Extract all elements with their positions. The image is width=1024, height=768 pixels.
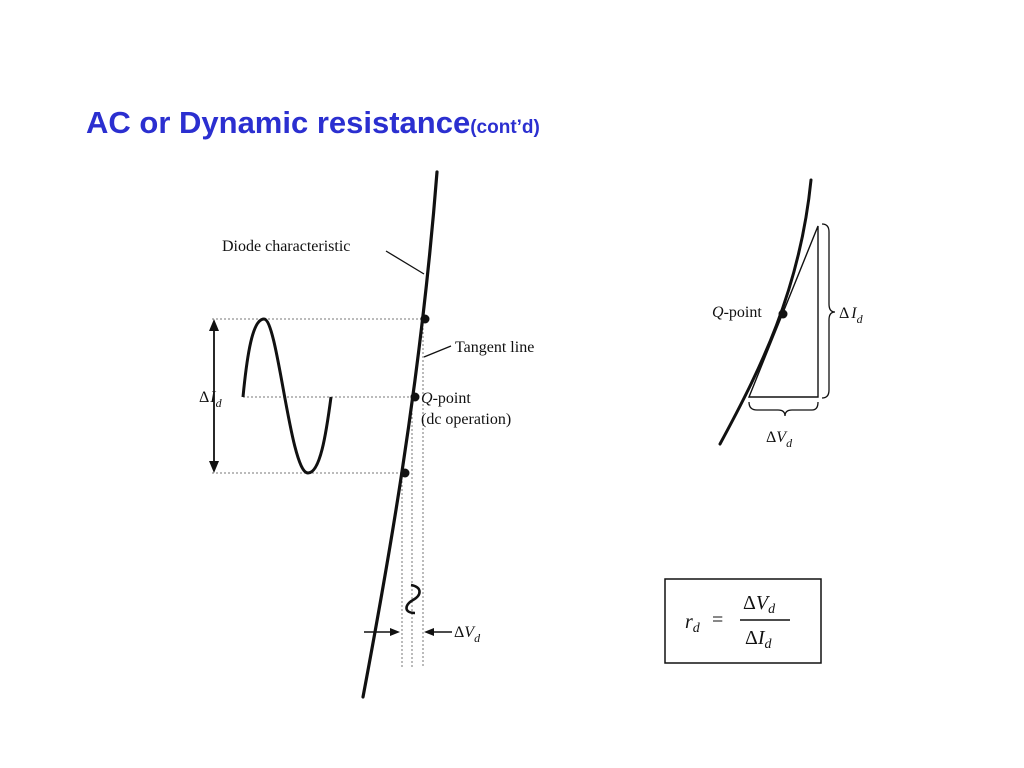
tangent-line-leader: [423, 345, 452, 358]
delta-vd-label: ΔVd: [454, 624, 481, 645]
formula-equals: =: [712, 609, 723, 631]
right-q-point-dot: [778, 309, 788, 319]
tangent-line-label: Tangent line: [455, 339, 534, 356]
diode-characteristic-label: Diode characteristic: [222, 238, 350, 255]
dc-operation-label: (dc operation): [421, 411, 511, 428]
delta-id-arrowhead-down: [209, 461, 219, 473]
delta-id-brace: [821, 223, 836, 399]
operating-point-bottom: [400, 468, 410, 478]
current-sine-wave: [241, 317, 333, 475]
formula-rd: rd: [685, 611, 701, 636]
right-characteristic-curve: [718, 178, 813, 446]
q-point-label: Q-point: [421, 390, 471, 407]
delta-id-label: ΔId: [199, 389, 223, 410]
left-diagram: Diode characteristic Tangent line Q-poin…: [199, 170, 534, 699]
title-main: AC or Dynamic resistance: [86, 105, 471, 140]
formula-border: [664, 578, 822, 664]
q-point-dot: [410, 392, 420, 402]
guide-lines: [212, 318, 425, 668]
operating-point-top: [420, 314, 430, 324]
formula-denominator: ΔId: [745, 627, 773, 652]
formula-numerator: ΔVd: [743, 592, 776, 617]
formula-box: rd = ΔVd ΔId: [664, 578, 822, 664]
delta-id-arrowhead-up: [209, 319, 219, 331]
axis-break-mark: [405, 583, 421, 615]
right-q-point-label: Q-point: [712, 304, 762, 321]
right-delta-vd-label: ΔVd: [766, 429, 793, 450]
title-suffix: (cont’d): [470, 117, 540, 138]
diode-characteristic-curve: [361, 170, 439, 699]
slide-title: AC or Dynamic resistance(cont’d): [86, 103, 540, 148]
delta-vd-brace: [748, 401, 819, 417]
diode-characteristic-leader: [385, 250, 425, 275]
